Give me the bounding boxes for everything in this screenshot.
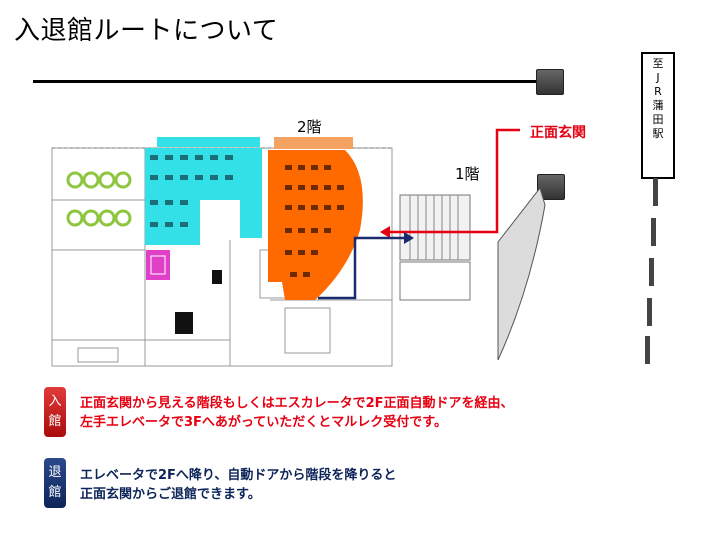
exit-badge: 退 館 xyxy=(44,458,66,508)
road-line xyxy=(33,80,539,83)
orange-zone-header xyxy=(274,137,353,149)
landmark-marker-top xyxy=(536,69,564,95)
cyan-zone xyxy=(145,148,262,245)
floor-plan-map xyxy=(51,128,546,367)
entry-line-2: 左手エレベータで3Fへあがっていただくとマルレク受付です。 xyxy=(80,415,447,430)
exit-line-1: エレベータで2Fへ降り、自動ドアから階段を降りると xyxy=(80,468,397,483)
green-zone xyxy=(66,171,132,227)
entry-badge: 入 館 xyxy=(44,387,66,437)
exit-instructions: エレベータで2Fへ降り、自動ドアから階段を降りると 正面玄関からご退館できます。 xyxy=(80,466,396,504)
entry-route xyxy=(382,128,520,234)
elevator-block xyxy=(175,312,193,334)
floor-1-label: 1階 xyxy=(455,165,480,183)
floor-2-label: 2階 xyxy=(297,118,322,136)
entry-badge-char-1: 入 xyxy=(48,394,62,409)
pink-zone xyxy=(146,250,170,280)
station-sign: 至 J R 蒲 田 駅 xyxy=(641,52,675,179)
exit-badge-char-2: 館 xyxy=(48,485,62,500)
entry-line-1: 正面玄関から見える階段もしくはエスカレータで2F正面自動ドアを経由、 xyxy=(80,396,514,411)
building-front xyxy=(497,186,546,361)
main-entrance-label: 正面玄関 xyxy=(530,125,586,141)
page-title: 入退館ルートについて xyxy=(14,16,279,46)
cyan-zone-header xyxy=(157,137,260,147)
exit-badge-char-1: 退 xyxy=(48,465,62,480)
orange-zone xyxy=(268,150,363,300)
exit-route xyxy=(318,236,408,300)
entry-instructions: 正面玄関から見える階段もしくはエスカレータで2F正面自動ドアを経由、 左手エレベ… xyxy=(80,394,514,432)
entry-badge-char-2: 館 xyxy=(48,414,62,429)
exit-line-2: 正面玄関からご退館できます。 xyxy=(80,487,261,502)
station-label: 至 J R 蒲 田 駅 xyxy=(652,57,664,140)
